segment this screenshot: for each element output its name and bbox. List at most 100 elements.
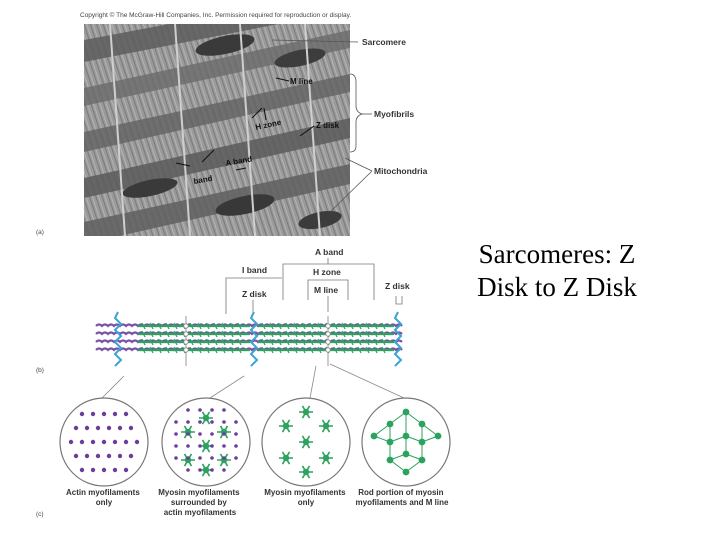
actin-dot: [198, 456, 202, 460]
myosin-head: [141, 338, 146, 346]
myosin-head: [333, 346, 338, 354]
panel-connectors: [99, 363, 405, 401]
myosin-head: [269, 338, 274, 346]
myosin-head: [213, 346, 218, 354]
actin-dot: [174, 420, 178, 424]
label-mitochondria: Mitochondria: [374, 166, 428, 176]
actin-dot: [117, 453, 123, 459]
myosin-head: [141, 322, 146, 330]
myosin-head: [341, 330, 346, 338]
myosin-star-spokes: [299, 465, 313, 479]
myosin-head: [381, 346, 386, 354]
myosin-rod: [402, 432, 410, 440]
myosin-head: [221, 338, 226, 346]
actin-dot: [198, 468, 202, 472]
actin-dot: [174, 432, 178, 436]
label-myofibrils: Myofibrils: [374, 109, 414, 119]
m-line-node: [325, 347, 331, 353]
myosin-head: [317, 338, 322, 346]
myosin-head: [357, 338, 362, 346]
myosin-rod: [386, 438, 394, 446]
slide-title: Sarcomeres: Z Disk to Z Disk: [477, 239, 637, 302]
actin-dot: [79, 467, 85, 473]
actin-dot: [95, 425, 101, 431]
myosin-head: [317, 346, 322, 354]
caption-myosin-only: Myosin myofilaments only: [264, 488, 348, 507]
myosin-head: [293, 330, 298, 338]
myosin-head: [221, 322, 226, 330]
actin-dot: [210, 456, 214, 460]
actin-dot: [186, 456, 190, 460]
myosin-star: [202, 466, 210, 474]
myosin-head: [277, 322, 282, 330]
myosin-head: [165, 322, 170, 330]
z-disk-line: [113, 311, 123, 367]
actin-dot: [186, 444, 190, 448]
myosin-star: [282, 454, 290, 462]
myosin-head: [293, 322, 298, 330]
myosin-head: [373, 330, 378, 338]
myosin-head: [317, 330, 322, 338]
myosin-head: [373, 346, 378, 354]
myosin-head: [149, 338, 154, 346]
cross-section-filament-marks: [68, 405, 442, 479]
actin-dot: [210, 432, 214, 436]
myosin-head: [157, 322, 162, 330]
myosin-head: [293, 338, 298, 346]
m-line-node: [183, 323, 189, 329]
myosin-head: [237, 322, 242, 330]
myosin-star-spokes: [199, 439, 213, 453]
myosin-head: [341, 346, 346, 354]
myosin-head: [165, 338, 170, 346]
myosin-star: [302, 468, 310, 476]
myosin-star-spokes: [199, 411, 213, 425]
myosin-star: [202, 442, 210, 450]
myosin-rod: [418, 456, 426, 464]
label-sarcomere: Sarcomere: [362, 37, 406, 47]
myosin-head: [237, 346, 242, 354]
myosin-head: [165, 330, 170, 338]
myosin-head: [349, 338, 354, 346]
actin-dot: [101, 411, 107, 417]
myosin-head: [349, 346, 354, 354]
overlay-z-disk: Z disk: [316, 121, 340, 130]
myosin-head: [333, 330, 338, 338]
myosin-head: [197, 338, 202, 346]
myosin-star: [322, 422, 330, 430]
actin-dot: [198, 408, 202, 412]
actin-dot: [95, 453, 101, 459]
caption-rod-portion: Rod portion of myosin myofilaments and M…: [356, 488, 449, 507]
actin-dot: [198, 432, 202, 436]
panel-c-letter: (c): [36, 511, 44, 518]
actin-dot: [210, 468, 214, 472]
myosin-head: [309, 338, 314, 346]
actin-dot: [186, 432, 190, 436]
myosin-head: [349, 322, 354, 330]
actin-dot: [128, 453, 134, 459]
actin-dot: [210, 408, 214, 412]
myosin-rod: [402, 450, 410, 458]
actin-dot: [123, 439, 129, 445]
label-m-line: M line: [314, 285, 338, 295]
myosin-head: [197, 322, 202, 330]
actin-dot: [222, 432, 226, 436]
myosin-head: [285, 338, 290, 346]
label-h-zone: H zone: [313, 267, 341, 277]
myosin-head: [381, 330, 386, 338]
myosin-head: [333, 322, 338, 330]
actin-dot: [222, 456, 226, 460]
actin-dot: [186, 468, 190, 472]
myosin-rod: [418, 420, 426, 428]
myosin-head: [261, 338, 266, 346]
myosin-head: [229, 338, 234, 346]
actin-dot: [198, 420, 202, 424]
myosin-star: [202, 414, 210, 422]
z-disk-line: [249, 311, 259, 367]
actin-dot: [84, 453, 90, 459]
myosin-head: [269, 346, 274, 354]
myosin-head: [141, 346, 146, 354]
myosin-rod: [418, 438, 426, 446]
myosin-head: [261, 322, 266, 330]
z-disk-line: [393, 311, 403, 367]
myosin-head: [221, 346, 226, 354]
